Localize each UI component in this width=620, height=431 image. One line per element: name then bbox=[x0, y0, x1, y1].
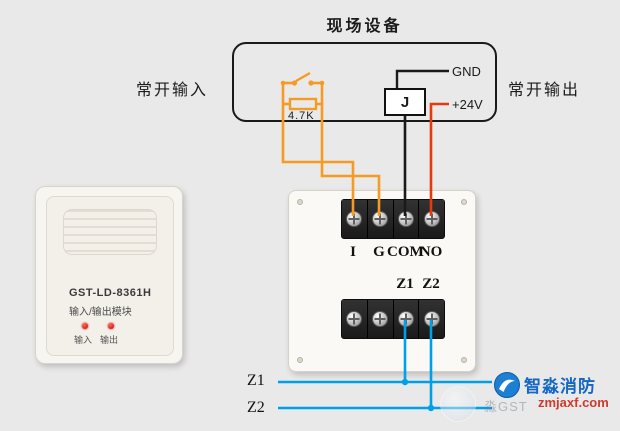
bus-z2-label: Z2 bbox=[247, 399, 265, 416]
screw-icon bbox=[423, 211, 440, 227]
screw-icon bbox=[346, 311, 363, 327]
junction-dot-z2 bbox=[427, 404, 435, 412]
terminal-com bbox=[393, 200, 420, 238]
terminal-i bbox=[342, 200, 368, 238]
terminal-label-z1: Z1 bbox=[396, 276, 414, 292]
io-module-photo: GST-LD-8361H 输入/输出模块 输入 输出 bbox=[35, 186, 183, 364]
terminal-g bbox=[367, 200, 394, 238]
panel-screw-icon bbox=[297, 199, 303, 205]
terminal-label-no: NO bbox=[419, 244, 443, 260]
terminal-spare-2 bbox=[367, 300, 394, 338]
module-model-label: GST-LD-8361H bbox=[69, 287, 152, 299]
terminal-label-i: I bbox=[350, 244, 356, 260]
screw-icon bbox=[423, 311, 440, 327]
screw-icon bbox=[397, 211, 414, 227]
terminal-strip-bottom bbox=[341, 299, 445, 339]
panel-screw-icon bbox=[297, 357, 303, 363]
brand-logo-icon bbox=[494, 372, 520, 398]
terminal-label-g: G bbox=[373, 244, 385, 260]
terminal-strip-top bbox=[341, 199, 445, 239]
screw-icon bbox=[397, 311, 414, 327]
plus-24v-label: +24V bbox=[452, 97, 483, 112]
terminal-label-com: COM bbox=[387, 244, 424, 260]
terminal-z2 bbox=[419, 300, 444, 338]
label-normally-open-input: 常开输入 bbox=[136, 82, 209, 99]
watermark: 淼GST bbox=[440, 384, 590, 426]
terminal-z1 bbox=[393, 300, 420, 338]
io-module-face: GST-LD-8361H 输入/输出模块 输入 输出 bbox=[46, 196, 174, 356]
led-output-label: 输出 bbox=[100, 335, 119, 345]
screw-icon bbox=[372, 211, 389, 227]
panel-screw-icon bbox=[461, 357, 467, 363]
led-input-label: 输入 bbox=[74, 335, 93, 345]
resistor-4k7-label: 4.7K bbox=[288, 110, 315, 122]
terminal-no bbox=[419, 200, 444, 238]
panel-screw-icon bbox=[461, 199, 467, 205]
screw-icon bbox=[372, 311, 389, 327]
bus-z1-label: Z1 bbox=[247, 372, 265, 389]
watermark-text: 淼GST bbox=[484, 399, 528, 414]
watermark-logo-icon bbox=[440, 386, 476, 422]
terminal-spare-1 bbox=[342, 300, 368, 338]
io-module-vents bbox=[63, 209, 157, 255]
brand-url: zmjaxf.com bbox=[538, 395, 609, 410]
junction-dot-z1 bbox=[401, 378, 409, 386]
gnd-label: GND bbox=[452, 64, 481, 79]
diagram-title: 现场设备 bbox=[326, 18, 403, 35]
label-normally-open-output: 常开输出 bbox=[508, 82, 581, 99]
led-output-indicator bbox=[108, 323, 114, 329]
terminal-label-z2: Z2 bbox=[422, 276, 440, 292]
module-name-label: 输入/输出模块 bbox=[69, 307, 132, 318]
brand-name: 智淼消防 bbox=[524, 377, 596, 396]
relay-j-box: J bbox=[384, 88, 426, 116]
led-input-indicator bbox=[82, 323, 88, 329]
screw-icon bbox=[346, 211, 363, 227]
